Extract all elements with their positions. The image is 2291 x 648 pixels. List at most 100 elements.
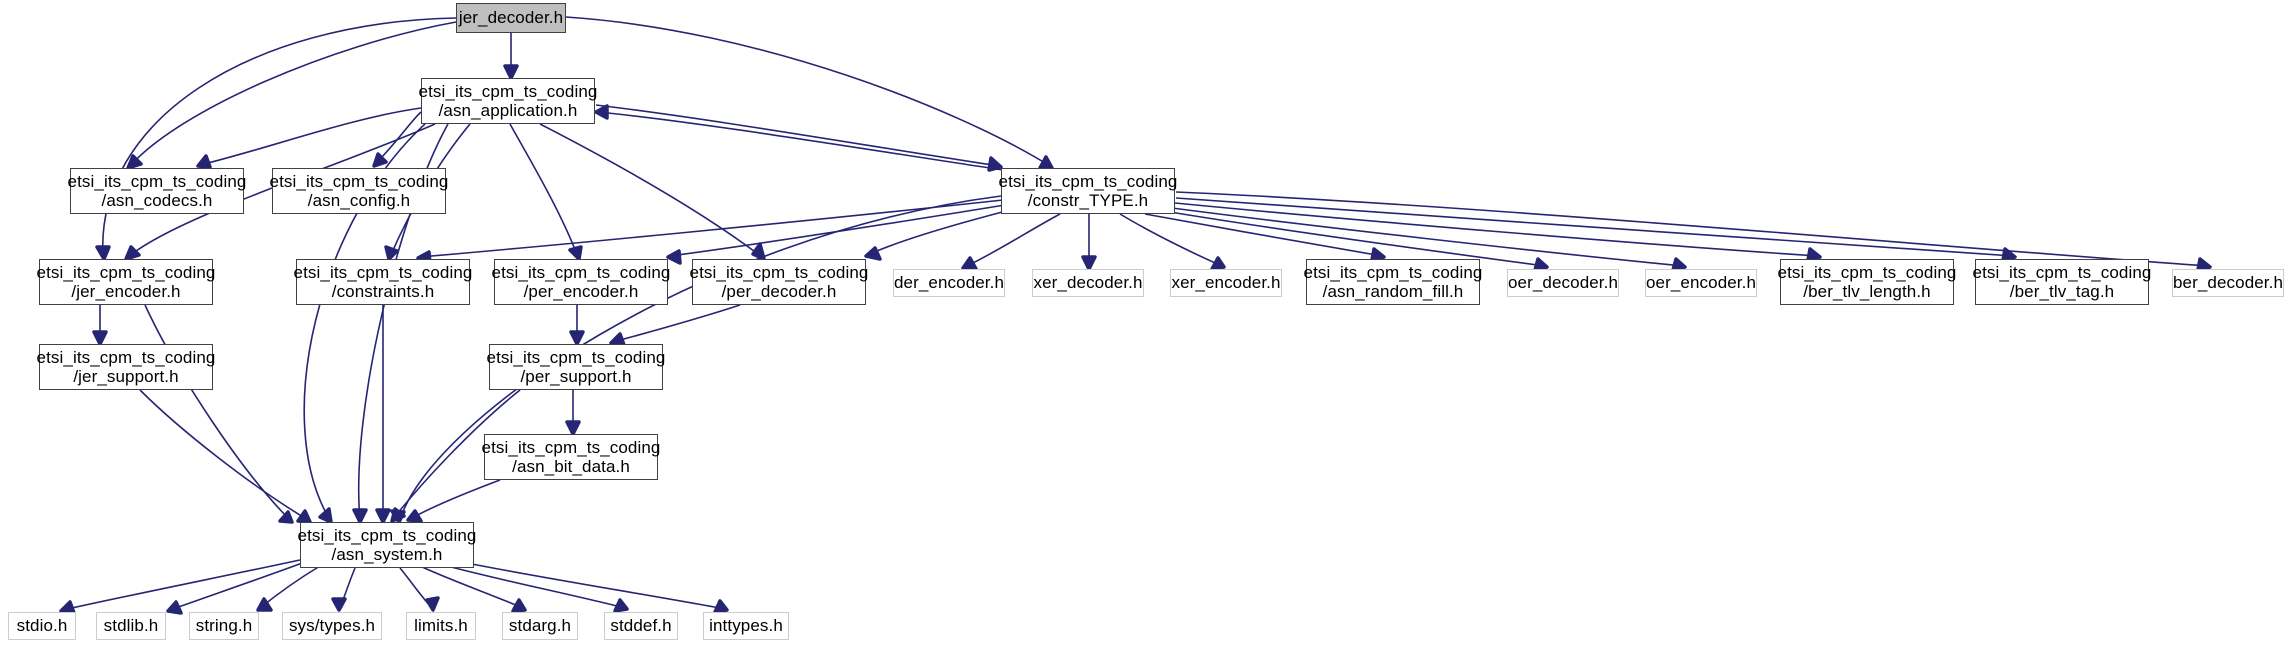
- graph-edge-arrowhead: [425, 596, 440, 612]
- graph-edge: [597, 111, 1004, 171]
- graph-node-label: etsi_its_cpm_ts_coding /jer_encoder.h: [36, 262, 216, 301]
- graph-edge-arrowhead: [569, 330, 585, 346]
- graph-node-asn_config[interactable]: etsi_its_cpm_ts_coding /asn_config.h: [270, 168, 448, 214]
- graph-node-label: stdio.h: [16, 616, 68, 636]
- graph-edge: [461, 561, 726, 610]
- graph-node-string[interactable]: string.h: [189, 612, 259, 640]
- graph-edge-arrowhead: [713, 599, 729, 614]
- graph-node-label: stdlib.h: [103, 616, 159, 636]
- graph-edge: [539, 123, 763, 258]
- graph-edge-arrowhead: [613, 598, 629, 613]
- graph-node-label: etsi_its_cpm_ts_coding /ber_tlv_length.h: [1777, 262, 1957, 301]
- graph-node-ber_tlv_length[interactable]: etsi_its_cpm_ts_coding /ber_tlv_length.h: [1778, 259, 1956, 305]
- graph-node-label: jer_decoder.h: [458, 8, 564, 28]
- graph-node-per_decoder[interactable]: etsi_its_cpm_ts_coding /per_decoder.h: [690, 259, 868, 305]
- graph-node-label: limits.h: [414, 616, 468, 636]
- graph-node-jer_decoder[interactable]: jer_decoder.h: [456, 3, 566, 33]
- graph-edge-arrowhead: [278, 510, 294, 524]
- graph-edge: [509, 123, 579, 258]
- graph-edge-arrowhead: [1210, 256, 1226, 271]
- graph-edge-arrowhead: [124, 245, 141, 261]
- graph-edge-arrowhead: [987, 156, 1003, 172]
- graph-node-label: inttypes.h: [709, 616, 783, 636]
- graph-node-label: der_encoder.h: [894, 273, 1004, 293]
- graph-edge: [1171, 207, 1684, 267]
- graph-node-constraints[interactable]: etsi_its_cpm_ts_coding /constraints.h: [294, 259, 472, 305]
- graph-node-der_encoder[interactable]: der_encoder.h: [893, 269, 1005, 297]
- graph-node-label: oer_encoder.h: [1646, 273, 1756, 293]
- graph-node-label: etsi_its_cpm_ts_coding /jer_support.h: [36, 347, 216, 386]
- graph-edge-arrowhead: [511, 598, 527, 613]
- graph-edge: [169, 561, 306, 611]
- graph-edge: [199, 107, 422, 166]
- graph-node-asn_system[interactable]: etsi_its_cpm_ts_coding /asn_system.h: [298, 522, 476, 568]
- graph-node-stdio[interactable]: stdio.h: [8, 612, 76, 640]
- graph-node-label: ber_decoder.h: [2173, 273, 2283, 293]
- graph-node-per_encoder[interactable]: etsi_its_cpm_ts_coding /per_encoder.h: [492, 259, 670, 305]
- graph-edge-arrowhead: [384, 245, 399, 261]
- graph-edge-arrowhead: [126, 154, 143, 170]
- graph-node-label: etsi_its_cpm_ts_coding /per_encoder.h: [491, 262, 671, 301]
- graph-edge: [1169, 211, 1546, 267]
- graph-node-ber_decoder[interactable]: ber_decoder.h: [2172, 269, 2284, 297]
- graph-edge: [669, 204, 1006, 257]
- graph-edge-arrowhead: [1081, 255, 1097, 271]
- graph-edge: [1144, 213, 1383, 257]
- graph-edge: [439, 563, 626, 609]
- graph-edge-arrowhead: [961, 256, 978, 271]
- graph-node-per_support[interactable]: etsi_its_cpm_ts_coding /per_support.h: [487, 344, 665, 390]
- graph-node-constr_TYPE[interactable]: etsi_its_cpm_ts_coding /constr_TYPE.h: [999, 168, 1177, 214]
- graph-node-label: stddef.h: [610, 616, 672, 636]
- graph-node-label: xer_decoder.h: [1033, 273, 1143, 293]
- graph-edge-arrowhead: [352, 508, 368, 524]
- graph-edge-arrowhead: [296, 509, 312, 524]
- graph-node-label: etsi_its_cpm_ts_coding /per_decoder.h: [689, 262, 869, 301]
- graph-node-asn_bit_data[interactable]: etsi_its_cpm_ts_coding /asn_bit_data.h: [482, 434, 660, 480]
- graph-edge: [339, 567, 356, 609]
- graph-edge-arrowhead: [565, 420, 581, 436]
- graph-edge: [139, 389, 309, 521]
- graph-edge-arrowhead: [331, 597, 347, 612]
- graph-node-label: etsi_its_cpm_ts_coding /asn_bit_data.h: [481, 437, 661, 476]
- graph-edge: [129, 21, 457, 167]
- graph-edge-arrowhead: [375, 508, 391, 524]
- graph-edge: [409, 479, 501, 520]
- graph-node-label: etsi_its_cpm_ts_coding /asn_random_fill.…: [1303, 262, 1483, 301]
- graph-node-asn_random_fill[interactable]: etsi_its_cpm_ts_coding /asn_random_fill.…: [1304, 259, 1482, 305]
- graph-node-label: etsi_its_cpm_ts_coding /constraints.h: [293, 262, 473, 301]
- graph-edge: [419, 199, 1004, 258]
- graph-node-xer_decoder[interactable]: xer_decoder.h: [1032, 269, 1144, 297]
- graph-node-ber_tlv_tag[interactable]: etsi_its_cpm_ts_coding /ber_tlv_tag.h: [1973, 259, 2151, 305]
- graph-edge: [1175, 191, 2209, 267]
- graph-edge-arrowhead: [166, 600, 183, 615]
- graph-edge: [102, 17, 457, 258]
- graph-node-asn_codecs[interactable]: etsi_its_cpm_ts_coding /asn_codecs.h: [68, 168, 246, 214]
- graph-edge: [259, 565, 321, 609]
- graph-node-asn_application[interactable]: etsi_its_cpm_ts_coding /asn_application.…: [419, 78, 597, 124]
- graph-node-stdlib[interactable]: stdlib.h: [96, 612, 166, 640]
- graph-node-label: string.h: [195, 616, 253, 636]
- graph-edge-arrowhead: [92, 330, 108, 346]
- graph-node-stddef[interactable]: stddef.h: [604, 612, 678, 640]
- graph-edge: [964, 213, 1061, 268]
- graph-node-stdarg[interactable]: stdarg.h: [502, 612, 578, 640]
- graph-edge-arrowhead: [390, 509, 406, 524]
- graph-node-label: etsi_its_cpm_ts_coding /asn_application.…: [418, 81, 598, 120]
- graph-node-jer_encoder[interactable]: etsi_its_cpm_ts_coding /jer_encoder.h: [37, 259, 215, 305]
- graph-node-systypes[interactable]: sys/types.h: [282, 612, 382, 640]
- graph-node-oer_decoder[interactable]: oer_decoder.h: [1507, 269, 1619, 297]
- graph-node-label: etsi_its_cpm_ts_coding /constr_TYPE.h: [998, 171, 1178, 210]
- graph-node-jer_support[interactable]: etsi_its_cpm_ts_coding /jer_support.h: [37, 344, 215, 390]
- graph-edge-arrowhead: [666, 249, 682, 265]
- graph-edge: [144, 304, 291, 521]
- graph-edge: [612, 304, 741, 343]
- graph-edge: [399, 567, 433, 609]
- graph-node-xer_encoder[interactable]: xer_encoder.h: [1170, 269, 1282, 297]
- graph-node-inttypes[interactable]: inttypes.h: [703, 612, 789, 640]
- graph-edge-arrowhead: [95, 245, 111, 261]
- graph-node-oer_encoder[interactable]: oer_encoder.h: [1645, 269, 1757, 297]
- graph-node-limits[interactable]: limits.h: [406, 612, 476, 640]
- graph-edge-arrowhead: [390, 507, 406, 523]
- graph-edge: [1119, 213, 1223, 267]
- graph-edge: [419, 565, 524, 609]
